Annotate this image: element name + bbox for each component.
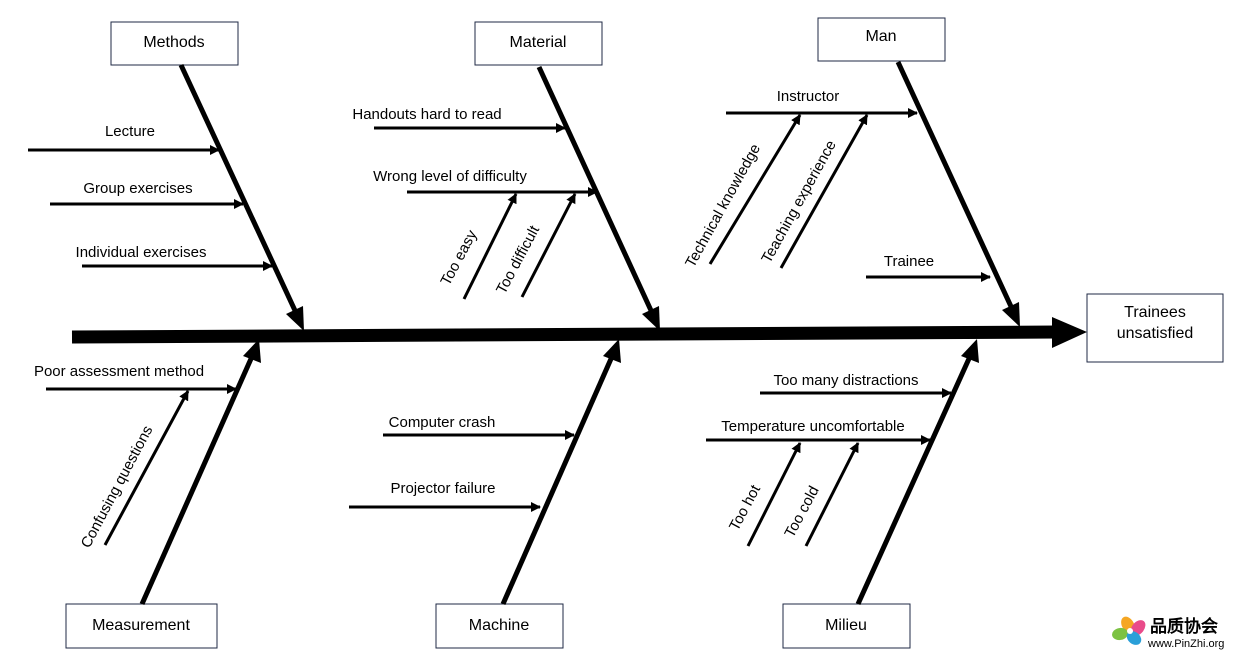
category-label-machine: Machine — [469, 617, 530, 634]
cause-arrow-too-difficult — [520, 193, 577, 298]
category-label-material: Material — [510, 34, 567, 51]
effect-label-line1: Trainees — [1124, 304, 1186, 321]
category-box-material — [474, 21, 603, 66]
bone-man — [895, 60, 1017, 315]
category-box-methods — [110, 21, 239, 66]
cause-label-too-many-distractions: Too many distractions — [773, 372, 918, 389]
bone-measurement — [139, 350, 257, 606]
bone-methods — [178, 63, 301, 319]
cause-label-trainee: Trainee — [884, 253, 934, 270]
cause-label-teaching-experience: Teaching experience — [758, 138, 840, 267]
category-box-milieu — [782, 603, 911, 649]
bone-milieu-arrowhead — [961, 339, 979, 363]
cause-label-lecture: Lecture — [105, 123, 155, 140]
watermark-url: www.PinZhi.org — [1147, 638, 1224, 650]
category-box-machine — [435, 603, 564, 649]
category-label-milieu: Milieu — [825, 617, 867, 634]
cause-label-group-exercises: Group exercises — [83, 180, 192, 197]
cause-label-temperature: Temperature uncomfortable — [721, 418, 904, 435]
bone-machine — [500, 350, 617, 606]
category-label-man: Man — [865, 28, 896, 45]
cause-label-wrong-level: Wrong level of difficulty — [373, 168, 527, 185]
cause-label-instructor: Instructor — [777, 88, 840, 105]
bone-material-arrowhead — [642, 306, 660, 331]
cause-arrow-teaching-experience — [779, 114, 869, 269]
bone-milieu — [855, 350, 975, 606]
effect-box — [1086, 293, 1224, 363]
cause-label-too-cold: Too cold — [781, 483, 822, 540]
cause-label-handouts: Handouts hard to read — [352, 106, 501, 123]
cause-arrow-confusing-questions — [103, 390, 190, 546]
cause-arrow-too-easy — [462, 193, 518, 300]
cause-label-computer-crash: Computer crash — [389, 414, 496, 431]
bone-measurement-arrowhead — [243, 339, 261, 363]
category-box-man — [817, 17, 946, 62]
cause-label-poor-assessment: Poor assessment method — [34, 363, 204, 380]
cause-arrow-technical-knowledge — [708, 114, 802, 265]
spine-arrowhead — [1052, 317, 1087, 348]
category-box-measurement — [65, 603, 218, 649]
cause-label-confusing-questions: Confusing questions — [78, 423, 157, 551]
category-label-methods: Methods — [143, 34, 204, 51]
watermark-logo: 品质协会 www.PinZhi.org — [1112, 616, 1224, 650]
cause-label-technical-knowledge: Technical knowledge — [682, 141, 764, 270]
spine-line — [71, 325, 1059, 344]
bone-methods-arrowhead — [286, 306, 304, 331]
bone-man-arrowhead — [1002, 302, 1020, 327]
watermark-name: 品质协会 — [1150, 616, 1218, 637]
effect-label-line2: unsatisfied — [1117, 325, 1194, 342]
cause-label-projector-failure: Projector failure — [390, 480, 495, 497]
cause-arrow-too-hot — [746, 442, 802, 547]
flower-logo-icon — [1112, 616, 1146, 645]
cause-label-individual-exercises: Individual exercises — [76, 244, 207, 261]
category-label-measurement: Measurement — [92, 617, 190, 634]
bone-machine-arrowhead — [603, 339, 621, 363]
cause-arrow-too-cold — [804, 442, 860, 547]
cause-label-too-difficult: Too difficult — [493, 222, 544, 297]
